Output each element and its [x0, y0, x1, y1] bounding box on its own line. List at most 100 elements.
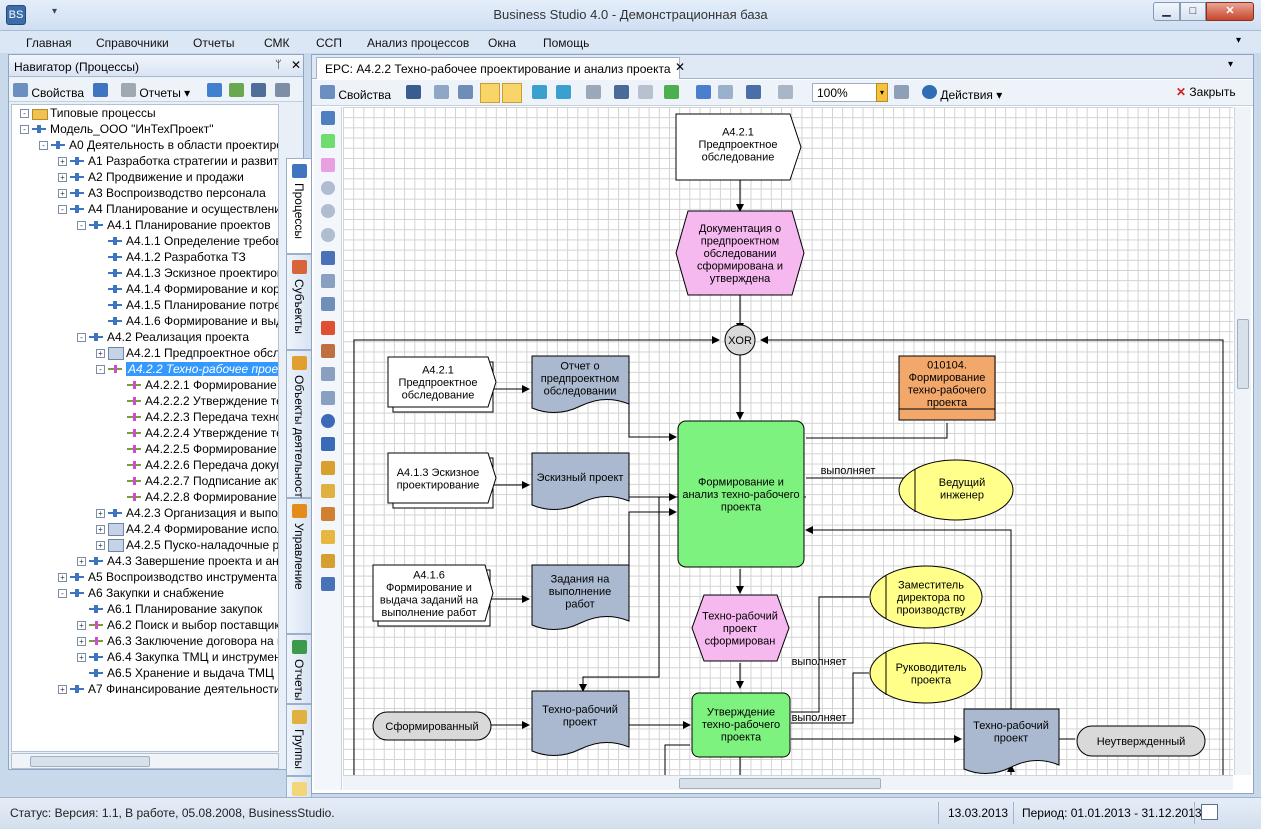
media-tool-icon[interactable]: [321, 437, 335, 452]
folder-red-tool-icon[interactable]: [321, 530, 335, 545]
grid-button[interactable]: [586, 85, 601, 102]
auto-layout-button[interactable]: [502, 83, 522, 103]
save-button[interactable]: [406, 85, 421, 102]
role-deputy-director[interactable]: [869, 565, 983, 629]
interface-sketch[interactable]: [387, 452, 497, 504]
tree-node[interactable]: А6.1 Планирование закупок: [77, 602, 262, 618]
tree-scroll-thumb[interactable]: [30, 756, 150, 767]
tree-node[interactable]: -Модель_ООО "ИнТехПроект": [20, 122, 213, 138]
collapse-icon[interactable]: -: [58, 205, 67, 214]
collapse-icon[interactable]: -: [20, 109, 29, 118]
interface-tasks[interactable]: [372, 564, 494, 622]
tree-node[interactable]: -А4.2.2 Техно-рабочее проектирование: [96, 362, 278, 378]
tree-node[interactable]: -Типовые процессы: [20, 106, 156, 122]
function-approval[interactable]: [691, 692, 791, 758]
pin-icon[interactable]: ᛘ: [275, 59, 282, 71]
move-up-button[interactable]: [696, 85, 711, 102]
status-period[interactable]: Период: 01.01.2013 - 31.12.2013: [1022, 806, 1202, 820]
navigate-button[interactable]: [664, 85, 679, 102]
reports-button[interactable]: Отчеты ▾: [121, 83, 190, 100]
menu-bsc[interactable]: ССП: [316, 36, 342, 50]
tree-node[interactable]: +А4.2.3 Организация и выполнение: [96, 506, 278, 522]
expand-icon[interactable]: +: [77, 637, 86, 646]
side-tab-4[interactable]: Отчеты: [286, 634, 312, 704]
fit-button[interactable]: [556, 85, 571, 102]
key-tool-icon[interactable]: [321, 507, 335, 522]
close-diagram-button[interactable]: ✕ Закрыть: [1176, 85, 1236, 99]
tree-node[interactable]: А4.1.4 Формирование и корректировка: [96, 282, 278, 298]
collapse-icon[interactable]: -: [77, 221, 86, 230]
interface-tool-icon[interactable]: [321, 297, 335, 312]
event-tool-icon[interactable]: [321, 157, 335, 172]
info-circle-tool-icon[interactable]: [321, 413, 335, 428]
tree-horizontal-scrollbar[interactable]: [11, 753, 279, 769]
format-button[interactable]: [638, 85, 653, 102]
tree-node[interactable]: +А6.2 Поиск и выбор поставщика: [77, 618, 278, 634]
diagram-tool-button[interactable]: [93, 83, 108, 100]
report-tool-icon[interactable]: [321, 390, 335, 405]
function-tool-icon[interactable]: [321, 134, 335, 149]
menu-process-analysis[interactable]: Анализ процессов: [367, 36, 470, 50]
expand-icon[interactable]: +: [96, 509, 105, 518]
tree-node[interactable]: А4.2.2.3 Передача техно: [115, 410, 278, 426]
minimize-button[interactable]: ▁: [1153, 2, 1180, 21]
tree-node[interactable]: +А2 Продвижение и продажи: [58, 170, 244, 186]
properties-button[interactable]: Свойства: [13, 83, 84, 100]
tree-node[interactable]: А4.1.2 Разработка ТЗ: [96, 250, 246, 266]
folder-tool-icon[interactable]: [321, 553, 335, 568]
collapse-icon[interactable]: -: [77, 333, 86, 342]
db-tool-icon[interactable]: [321, 483, 335, 498]
xor-tool-icon[interactable]: [321, 227, 335, 242]
filter-button[interactable]: [251, 83, 266, 100]
and-tool-icon[interactable]: [321, 180, 335, 195]
process-tree[interactable]: -Типовые процессы-Модель_ООО "ИнТехПроек…: [11, 104, 279, 752]
ribbon-collapse-icon[interactable]: ▾: [1236, 35, 1242, 46]
expand-icon[interactable]: +: [77, 621, 86, 630]
doc-tech-project[interactable]: [531, 690, 630, 756]
side-tab-5[interactable]: Группы: [286, 704, 312, 776]
canvas-vertical-scrollbar[interactable]: [1234, 107, 1251, 775]
export-button[interactable]: [229, 83, 244, 100]
actions-button[interactable]: Действия ▾: [922, 85, 1002, 102]
tree-node[interactable]: А4.2.2.6 Передача документации: [115, 458, 278, 474]
move-down-button[interactable]: [718, 85, 733, 102]
event-documentation-approved[interactable]: [675, 210, 805, 296]
tree-node[interactable]: +А6.4 Закупка ТМЦ и инструмента: [77, 650, 278, 666]
expand-icon[interactable]: +: [96, 525, 105, 534]
expand-icon[interactable]: +: [77, 653, 86, 662]
vertical-scroll-thumb[interactable]: [1237, 319, 1249, 389]
clock-tool-icon[interactable]: [321, 320, 335, 335]
expand-icon[interactable]: +: [58, 685, 67, 694]
diagram-properties-button[interactable]: Свойства: [320, 85, 391, 102]
expand-icon[interactable]: +: [58, 189, 67, 198]
navigator-close-icon[interactable]: ✕: [291, 58, 302, 72]
tree-node[interactable]: +А6.3 Заключение договора на поставку: [77, 634, 278, 650]
quick-access-arrow-icon[interactable]: ▾: [52, 6, 58, 17]
expand-icon[interactable]: +: [58, 157, 67, 166]
tree-node[interactable]: А4.1.5 Планирование потребностей: [96, 298, 278, 314]
tree-node[interactable]: А4.2.2.8 Формирование: [115, 490, 277, 506]
menu-directories[interactable]: Справочники: [96, 36, 169, 50]
collapse-icon[interactable]: -: [39, 141, 48, 150]
side-tab-3[interactable]: Управление: [286, 498, 312, 634]
tree-node[interactable]: А6.5 Хранение и выдача ТМЦ: [77, 666, 274, 682]
connector-tool-icon[interactable]: [321, 111, 335, 125]
tab-list-arrow-icon[interactable]: ▾: [1228, 59, 1234, 70]
menu-qms[interactable]: СМК: [264, 36, 290, 50]
tab-epc-diagram[interactable]: EPC: А4.2.2 Техно-рабочее проектирование…: [316, 57, 680, 79]
role-project-manager[interactable]: [869, 642, 983, 704]
tree-node[interactable]: -А0 Деятельность в области проектировани…: [39, 138, 278, 154]
tree-node[interactable]: +А4.2.1 Предпроектное обследование: [96, 346, 278, 362]
tree-node[interactable]: А4.1.3 Эскизное проектирование: [96, 266, 278, 282]
info-tool-icon[interactable]: [321, 274, 335, 289]
state-not-approved[interactable]: [1076, 725, 1206, 757]
menu-windows[interactable]: Окна: [488, 36, 516, 50]
people-tool-icon[interactable]: [321, 344, 335, 358]
interface-predesign[interactable]: [387, 356, 497, 408]
cube-tool-icon[interactable]: [321, 460, 335, 475]
menu-help[interactable]: Помощь: [543, 36, 590, 50]
tree-node[interactable]: +А3 Воспроизводство персонала: [58, 186, 266, 202]
tab-close-icon[interactable]: ✕: [675, 60, 686, 74]
horizontal-scroll-thumb[interactable]: [679, 778, 881, 789]
